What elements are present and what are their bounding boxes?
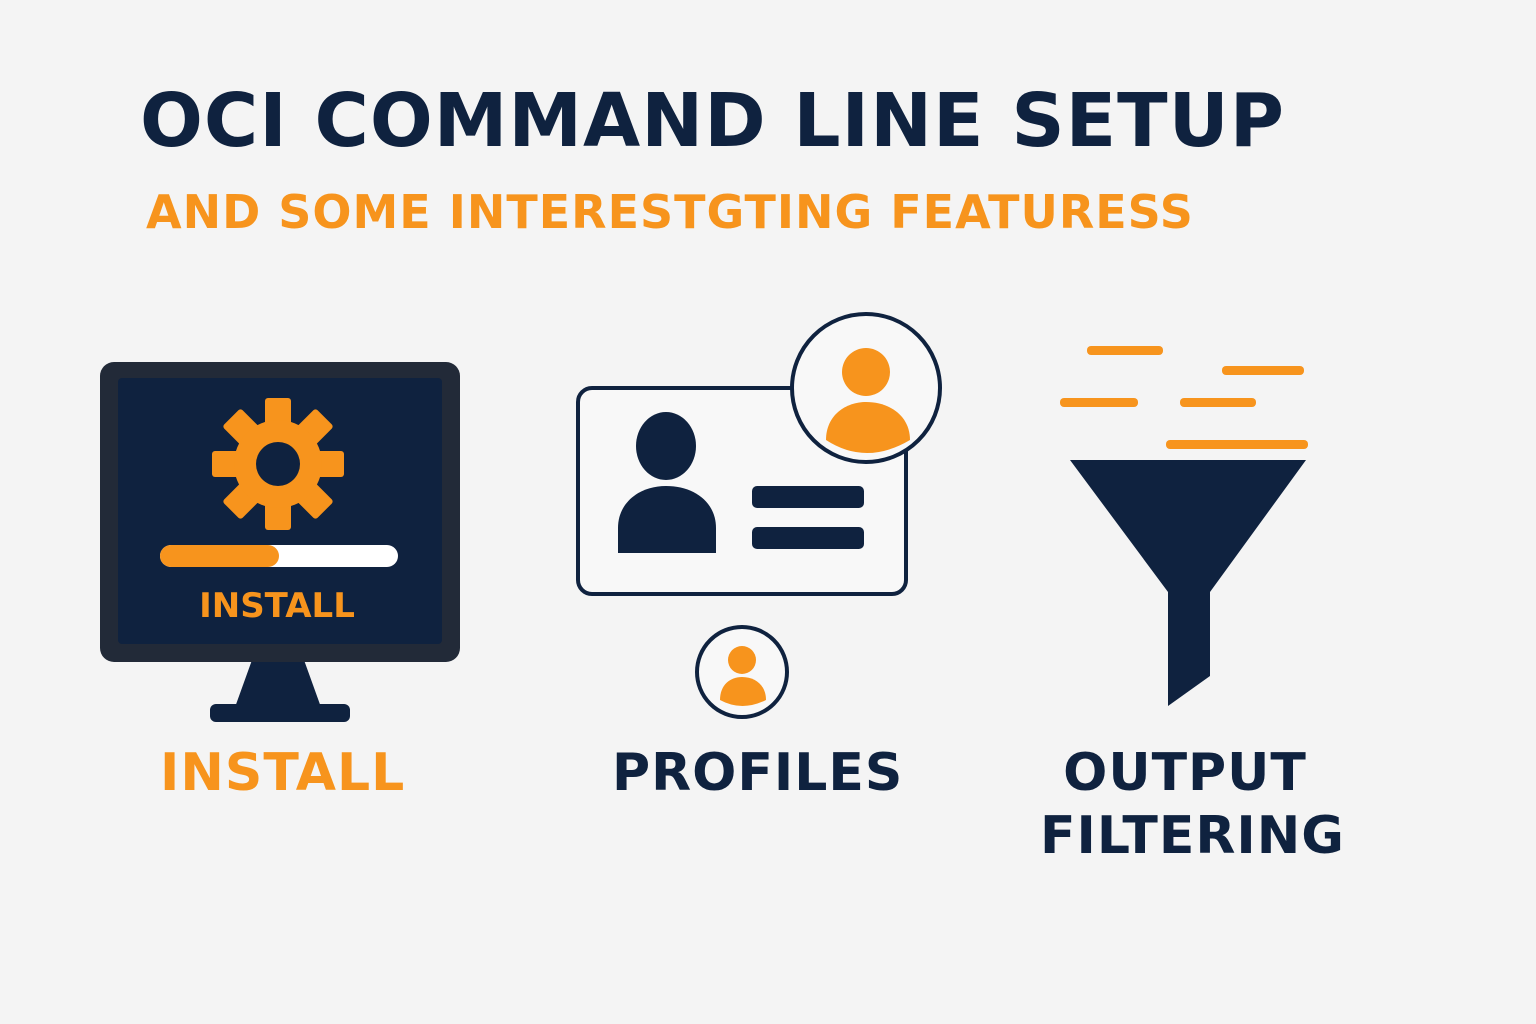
profiles-label: PROFILES — [612, 743, 904, 803]
output-filtering-label-line2: FILTERING — [1040, 806, 1345, 867]
page-title: OCI COMMAND LINE SETUP — [140, 78, 1285, 164]
output-filtering-label: OUTPUT FILTERING — [1040, 742, 1345, 869]
screen-install-text: INSTALL — [199, 586, 355, 626]
funnel-icon — [1060, 346, 1308, 706]
gear-icon — [212, 398, 344, 530]
avatar-small-icon — [695, 625, 789, 719]
avatar-large-icon — [790, 312, 942, 464]
install-label: INSTALL — [160, 743, 406, 803]
user-icon — [618, 412, 716, 553]
profile-card-icon — [576, 312, 942, 719]
install-progress-bar — [160, 545, 398, 567]
page-subtitle: AND SOME INTERESTGTING FEATURESS — [146, 185, 1194, 239]
monitor-gear-icon — [100, 362, 460, 722]
output-filtering-label-line1: OUTPUT — [1063, 743, 1307, 803]
